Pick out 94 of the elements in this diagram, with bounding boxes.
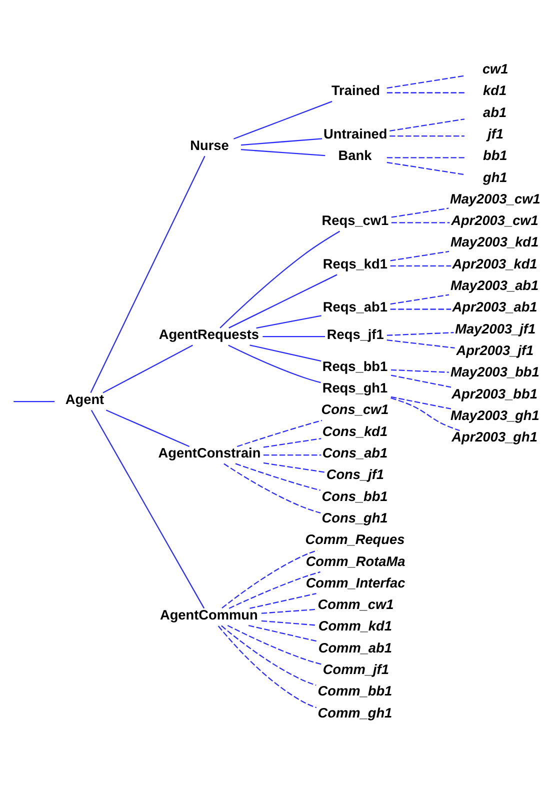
node-text: Cons_kd1 [322, 423, 388, 438]
connector [222, 549, 318, 608]
connector [228, 344, 321, 383]
connector [90, 155, 206, 393]
node-text: AgentConstrain [158, 444, 261, 460]
connector [390, 294, 450, 304]
connector [391, 368, 449, 372]
node-text: May2003_ab1 [450, 277, 539, 292]
connector [220, 230, 340, 328]
node-text: Apr2003_jf1 [456, 342, 534, 358]
connector [386, 92, 465, 93]
connector [228, 274, 338, 328]
node-text: ab1 [483, 104, 507, 120]
node-text: AgentCommun [160, 606, 258, 622]
node-text: jf1 [488, 126, 504, 141]
node-text: May2003_bb1 [450, 364, 540, 380]
connector [240, 138, 322, 146]
connector [102, 344, 193, 393]
connector [237, 419, 322, 447]
node-text: Apr2003_kd1 [452, 256, 538, 271]
connector [14, 400, 55, 402]
node-text: Comm_kd1 [318, 618, 392, 634]
node-text: Comm_bb1 [318, 683, 392, 698]
node-text: cw1 [482, 60, 508, 76]
connector [250, 344, 322, 362]
connector [386, 332, 454, 336]
node-text: Reqs_gh1 [322, 380, 388, 396]
connector [263, 437, 322, 448]
connector [256, 314, 322, 328]
connector [390, 396, 460, 431]
connector [250, 592, 316, 608]
connector [221, 624, 316, 686]
node-text: gh1 [483, 169, 508, 184]
node-text: Comm_RotaMa [306, 553, 406, 568]
connector [390, 264, 452, 266]
node-text: Reqs_cw1 [322, 212, 389, 228]
node-text: kd1 [483, 82, 507, 98]
node-text: Apr2003_gh1 [452, 429, 538, 444]
connector [218, 625, 317, 708]
connector [386, 339, 455, 348]
node-text: AgentRequests [158, 326, 260, 342]
connector [90, 409, 205, 608]
node-text: Cons_ab1 [322, 444, 388, 460]
node-text: Comm_cw1 [318, 596, 394, 612]
connector [390, 308, 452, 310]
connector [233, 100, 332, 139]
node-text: May2003_jf1 [455, 320, 536, 336]
node-text: Cons_gh1 [322, 510, 388, 525]
node-text: Cons_bb1 [322, 488, 388, 504]
connector [228, 570, 320, 608]
node-text: Agent [65, 391, 104, 406]
node-text: Untrained [323, 126, 388, 141]
connector [227, 624, 322, 664]
connector [262, 336, 326, 337]
node-text: Comm_ab1 [318, 640, 392, 655]
connector [391, 207, 449, 218]
node-text: Comm_Reques [305, 532, 405, 547]
node-text: bb1 [483, 148, 508, 163]
node-text: Reqs_bb1 [322, 358, 388, 374]
connector [390, 374, 452, 388]
connector [248, 624, 318, 642]
connector [235, 462, 320, 490]
node-text: Reqs_kd1 [322, 256, 388, 271]
node-text: Reqs_ab1 [322, 299, 388, 314]
node-text: May2003_cw1 [450, 190, 540, 206]
connector [240, 148, 326, 156]
node-text: Apr2003_cw1 [451, 212, 538, 228]
node-text: Cons_jf1 [326, 466, 384, 482]
node-text: Trained [331, 82, 380, 98]
node-text: Cons_cw1 [321, 402, 389, 417]
connector [263, 462, 326, 472]
node-text: May2003_gh1 [450, 407, 540, 422]
node-text: Nurse [190, 137, 229, 152]
node-text: May2003_kd1 [450, 234, 539, 250]
connector [386, 74, 465, 88]
connector [261, 620, 318, 626]
node-text: Comm_jf1 [322, 661, 389, 676]
connector [224, 462, 321, 513]
node-text: Comm_gh1 [318, 704, 392, 720]
connector [390, 396, 452, 409]
connector [386, 156, 465, 158]
node-text: Bank [338, 148, 372, 163]
node-text: Reqs_jf1 [326, 326, 384, 342]
node-text: Comm_Interfac [306, 574, 406, 590]
connector [390, 118, 465, 131]
connector [390, 134, 464, 136]
connector [261, 608, 317, 614]
connector [391, 222, 450, 223]
connector [390, 250, 450, 261]
node-text: Apr2003_bb1 [452, 386, 538, 401]
node-text: Apr2003_ab1 [452, 299, 538, 314]
connector [386, 161, 465, 175]
connector [106, 409, 190, 447]
connector [264, 454, 322, 456]
